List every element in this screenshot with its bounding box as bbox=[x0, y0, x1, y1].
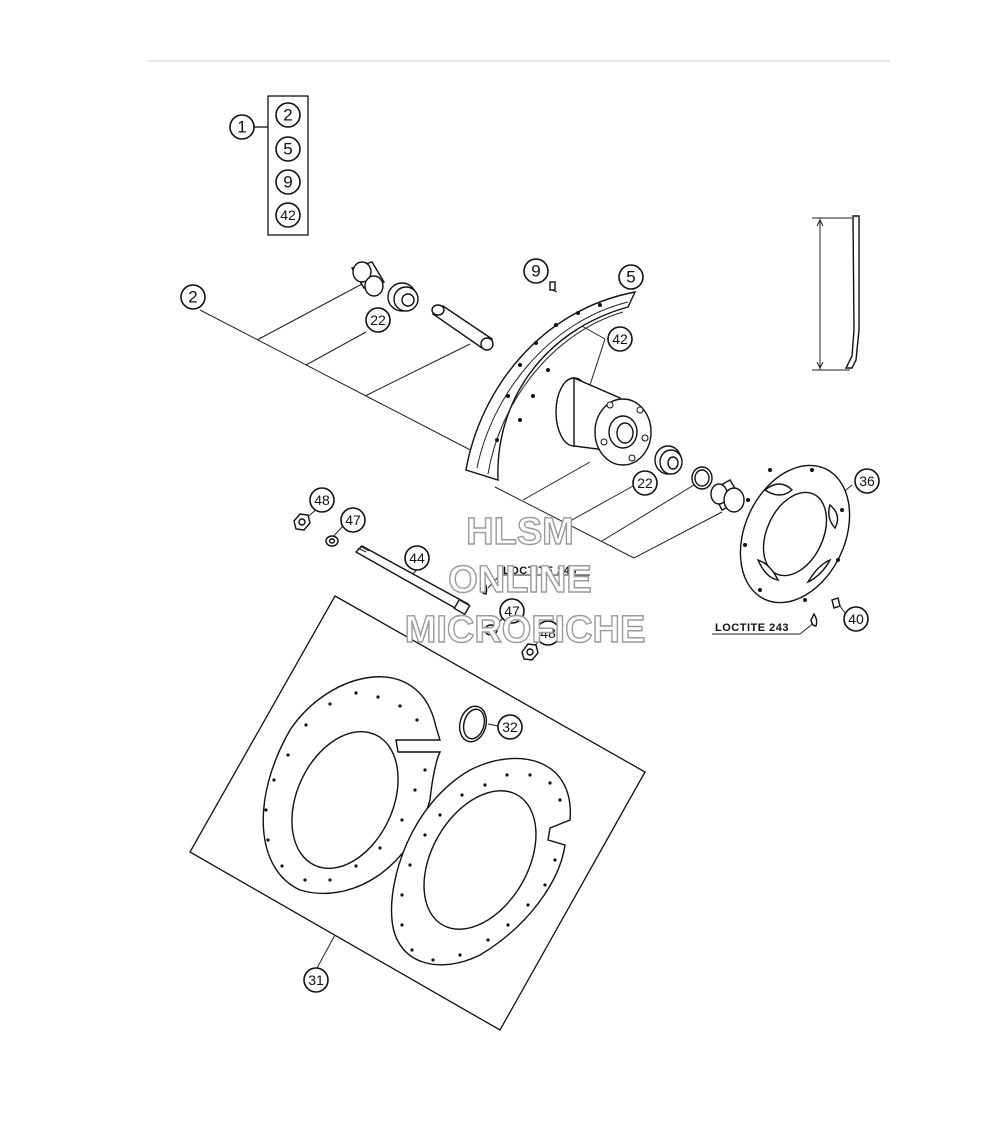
callout-nipple-label: 9 bbox=[531, 262, 540, 281]
callout-nut-bottom: 48 bbox=[535, 620, 561, 646]
watermark-line1: HLSM bbox=[466, 511, 574, 553]
callout-rim-label: 5 bbox=[626, 268, 635, 287]
seal-ring-part bbox=[691, 466, 713, 490]
rim-tape-left bbox=[262, 676, 442, 895]
callout-screw: 40 bbox=[843, 606, 869, 632]
callout-kit-2: 2 bbox=[275, 102, 301, 128]
callout-axle: 44 bbox=[404, 545, 430, 571]
callout-brake-disc-label: 36 bbox=[859, 473, 875, 489]
washer-bottom-part bbox=[484, 624, 498, 636]
callout-axle-spacer: 2 bbox=[180, 284, 206, 310]
callout-kit-42-label: 42 bbox=[280, 207, 296, 223]
callout-bearing-top: 22 bbox=[365, 307, 391, 333]
callout-washer-bottom: 47 bbox=[499, 598, 525, 624]
callout-nut-top-label: 48 bbox=[314, 492, 330, 508]
callout-kit-9-label: 9 bbox=[283, 173, 292, 192]
callout-kit-5: 5 bbox=[275, 136, 301, 162]
callout-axle-spacer-label: 2 bbox=[188, 288, 197, 307]
watermark: HLSM ONLINE MICROFICHE bbox=[404, 510, 646, 651]
callout-kit: 1 bbox=[229, 114, 255, 140]
callout-screw-label: 40 bbox=[848, 611, 864, 627]
rim-part bbox=[465, 291, 637, 481]
nipple-part bbox=[549, 281, 556, 291]
callout-nipple: 9 bbox=[523, 258, 549, 284]
rim-tape-frame bbox=[189, 595, 646, 1031]
watermark-line3: MICROFICHE bbox=[405, 609, 646, 651]
callout-washer-top-label: 47 bbox=[345, 512, 361, 528]
callout-rim: 5 bbox=[618, 264, 644, 290]
callout-kit-label: 1 bbox=[237, 118, 246, 137]
callout-washer-top: 47 bbox=[340, 507, 366, 533]
loctite-note-disc: LOCTITE 243 bbox=[715, 622, 789, 634]
loctite-note-axle: LOCTITE 243 bbox=[503, 565, 577, 577]
callout-kit-2-label: 2 bbox=[283, 106, 292, 125]
spacer-part bbox=[350, 261, 386, 297]
washer-top-part bbox=[325, 535, 339, 547]
hub-part bbox=[555, 376, 652, 466]
bearing-top-part bbox=[387, 282, 419, 312]
watermark-line2: ONLINE bbox=[448, 559, 592, 601]
spoke-elevation-part bbox=[812, 215, 860, 371]
callout-nut-bottom-label: 48 bbox=[540, 625, 556, 641]
loctite-drop-axle bbox=[480, 580, 488, 595]
callout-circlip-label: 32 bbox=[502, 719, 518, 735]
callout-rim-tape: 31 bbox=[303, 967, 329, 993]
axle-part bbox=[354, 545, 471, 616]
circlip-part bbox=[458, 702, 488, 743]
callout-brake-disc: 36 bbox=[854, 468, 880, 494]
callout-rim-tape-label: 31 bbox=[308, 972, 324, 988]
brake-disc-part bbox=[739, 464, 851, 604]
nut-top-part bbox=[293, 513, 311, 531]
callout-spoke-label: 42 bbox=[612, 331, 628, 347]
callout-axle-label: 44 bbox=[409, 550, 425, 566]
bearing-mid-part bbox=[654, 445, 683, 475]
callout-kit-9: 9 bbox=[275, 169, 301, 195]
kit-group bbox=[254, 95, 309, 236]
screw-part bbox=[810, 597, 841, 627]
callout-circlip: 32 bbox=[497, 714, 523, 740]
callout-bearing-mid: 22 bbox=[632, 470, 658, 496]
callout-bearing-mid-label: 22 bbox=[637, 475, 653, 491]
callout-nut-top: 48 bbox=[309, 487, 335, 513]
axle-tube-part bbox=[431, 304, 494, 351]
callout-bearing-top-label: 22 bbox=[370, 312, 386, 328]
spacer-right-part bbox=[710, 479, 745, 513]
nut-bottom-part bbox=[521, 643, 539, 661]
callout-kit-5-label: 5 bbox=[283, 140, 292, 159]
callout-washer-bottom-label: 47 bbox=[504, 603, 520, 619]
kit-box bbox=[267, 95, 309, 236]
callout-spoke: 42 bbox=[607, 326, 633, 352]
callout-kit-42: 42 bbox=[275, 202, 301, 228]
rim-spoke-holes bbox=[495, 303, 602, 442]
rim-tape-right bbox=[390, 757, 571, 966]
